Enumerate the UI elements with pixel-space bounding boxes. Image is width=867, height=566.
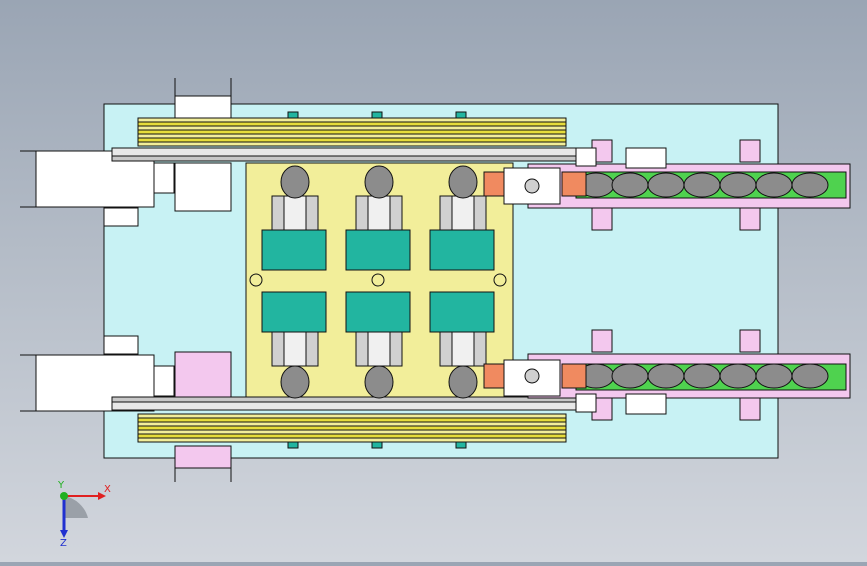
gripper-column-1 [261,165,327,399]
rod-top [111,147,583,157]
rod-bottom-upper [111,396,583,403]
clamp-top-block [174,95,232,119]
cylinder-left-top-cap [153,162,175,194]
rail-top-stripe-2 [137,129,567,135]
rail-top-stripe-3 [137,137,567,143]
y-axis-label: Y [57,480,65,491]
locating-hole-2 [371,273,385,287]
pink-mount-4 [739,207,761,231]
rod-top-lower [111,155,583,162]
pink-mount-5 [591,329,613,353]
gripper-column-2 [345,165,411,399]
z-axis-arrow [60,530,68,538]
y-axis-dot [60,492,68,500]
rail-bottom-stripe-3 [137,433,567,439]
pink-mount-6 [739,329,761,353]
coordinate-triad-icon: X Y Z [57,480,111,548]
rail-bottom-stripe-1 [137,417,567,423]
stud-bottom-3 [455,441,467,449]
gate-top [483,147,667,205]
balls-top [577,172,829,198]
pink-mount-8 [739,397,761,421]
cylinder-left-bottom-cap [153,365,175,397]
rod-bottom [111,401,583,411]
cylinder-left-bottom-foot [103,335,139,355]
locating-hole-3 [493,273,507,287]
stud-top-2 [371,111,383,119]
cylinder-left-bottom-mount [174,351,232,401]
z-axis-label: Z [60,538,67,548]
rail-top-stripe-1 [137,121,567,127]
gate-bottom [483,359,667,415]
rail-bottom-stripe-2 [137,425,567,431]
cylinder-left-top-foot [103,207,139,227]
stud-top-1 [287,111,299,119]
cylinder-left-top [35,150,155,208]
gripper-column-3 [429,165,495,399]
stud-top-3 [455,111,467,119]
x-axis-label: X [104,484,111,495]
stud-bottom-2 [371,441,383,449]
x-axis-arrow [98,492,106,500]
balls-bottom [577,363,829,389]
clamp-bottom-block [174,445,232,469]
stud-bottom-1 [287,441,299,449]
cylinder-left-top-mount [174,162,232,212]
pink-mount-2 [739,139,761,163]
pink-mount-3 [591,207,613,231]
locating-hole-1 [249,273,263,287]
triad-shade [64,496,88,518]
